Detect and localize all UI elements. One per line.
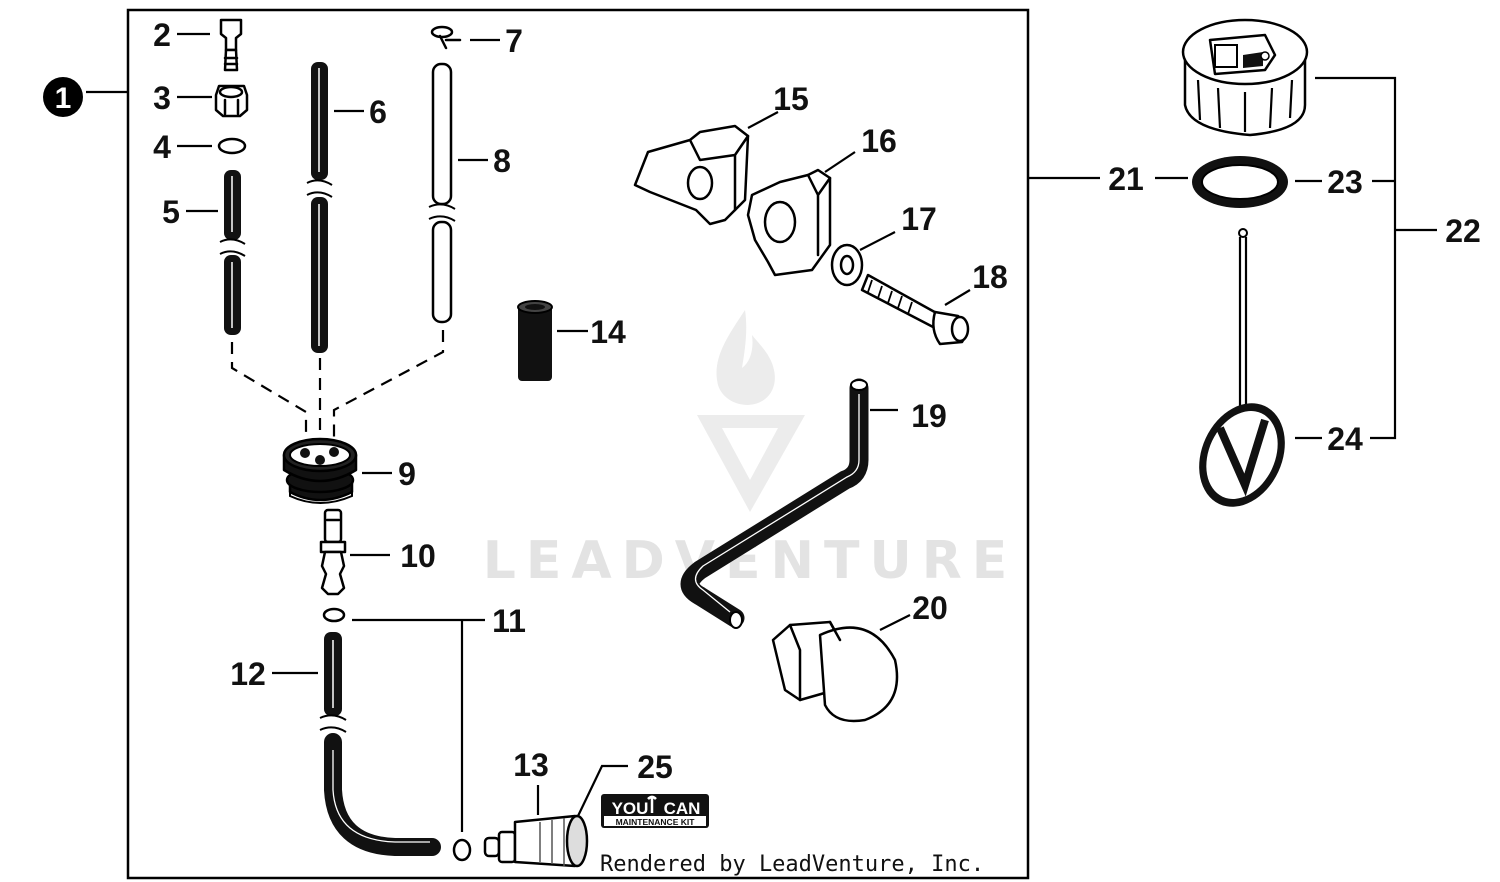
callout-11: 11 (492, 603, 526, 639)
part-16-clamp (746, 168, 832, 277)
callout-8: 8 (493, 143, 511, 179)
watermark-v-icon (697, 415, 805, 512)
callout-16: 16 (861, 123, 897, 159)
callout-9: 9 (398, 456, 416, 492)
kit-badge-can: CAN (664, 799, 701, 818)
callout-7: 7 (505, 23, 523, 59)
part-14-sleeve (517, 300, 553, 381)
callout-numbers: 2 3 4 5 6 7 8 9 10 11 12 13 14 15 16 17 … (153, 17, 1481, 785)
callout-13: 13 (513, 747, 549, 783)
callout-4: 4 (153, 129, 171, 165)
part-9-grommet (282, 437, 358, 504)
part-15-bracket (633, 124, 750, 226)
callout-12: 12 (230, 656, 266, 692)
kit-badge-subtitle: MAINTENANCE KIT (616, 817, 696, 827)
part-24-strainer (1199, 228, 1285, 507)
part-12-fuel-line (319, 632, 441, 856)
callout-2: 2 (153, 17, 171, 53)
callout-21: 21 (1108, 161, 1144, 197)
part-8-hose-clear (428, 62, 456, 324)
part-17-washer (830, 243, 864, 287)
maintenance-kit-badge: YOU CAN MAINTENANCE KIT (601, 794, 709, 828)
part-3-nut (214, 84, 249, 118)
kit-badge-you: YOU (612, 799, 649, 818)
part-7-clip (430, 25, 462, 50)
callout-6: 6 (369, 94, 387, 130)
callout-15: 15 (773, 81, 809, 117)
part-5-hose (219, 170, 246, 335)
callout-14: 14 (590, 314, 626, 350)
part-20-primer-bulb (771, 620, 899, 723)
assembly-marker-label: 1 (55, 82, 72, 115)
leader-lines (177, 32, 1437, 832)
assembly-frame (126, 8, 1030, 880)
callout-25: 25 (637, 749, 673, 785)
part-22-fuel-cap (1181, 18, 1309, 137)
part-11-oring-a (322, 607, 346, 623)
callout-18: 18 (972, 259, 1008, 295)
callout-5: 5 (162, 194, 180, 230)
wrench-icon (647, 795, 657, 813)
part-19-fuel-line (680, 378, 869, 629)
watermark: LEADVENTURE (483, 310, 1007, 591)
callout-20: 20 (912, 590, 948, 626)
callout-17: 17 (901, 201, 937, 237)
part-4-oring (217, 137, 247, 155)
callout-10: 10 (400, 538, 436, 574)
part-23-gasket (1192, 156, 1288, 208)
callout-22: 22 (1445, 213, 1481, 249)
assembly-marker: 1 (43, 77, 128, 117)
callout-23: 23 (1327, 164, 1363, 200)
render-credit: Rendered by LeadVenture, Inc. (600, 852, 984, 877)
part-11-oring-b (452, 838, 472, 862)
part-2-fitting (219, 18, 243, 72)
part-13-fuel-filter (483, 814, 589, 868)
assembly-guides (230, 330, 445, 450)
part-6-hose (306, 62, 333, 353)
part-18-bolt (860, 273, 970, 346)
part-10-fitting (319, 508, 347, 596)
callout-24: 24 (1327, 421, 1363, 457)
watermark-flame-icon (716, 310, 775, 405)
callout-19: 19 (911, 398, 947, 434)
callout-3: 3 (153, 80, 171, 116)
